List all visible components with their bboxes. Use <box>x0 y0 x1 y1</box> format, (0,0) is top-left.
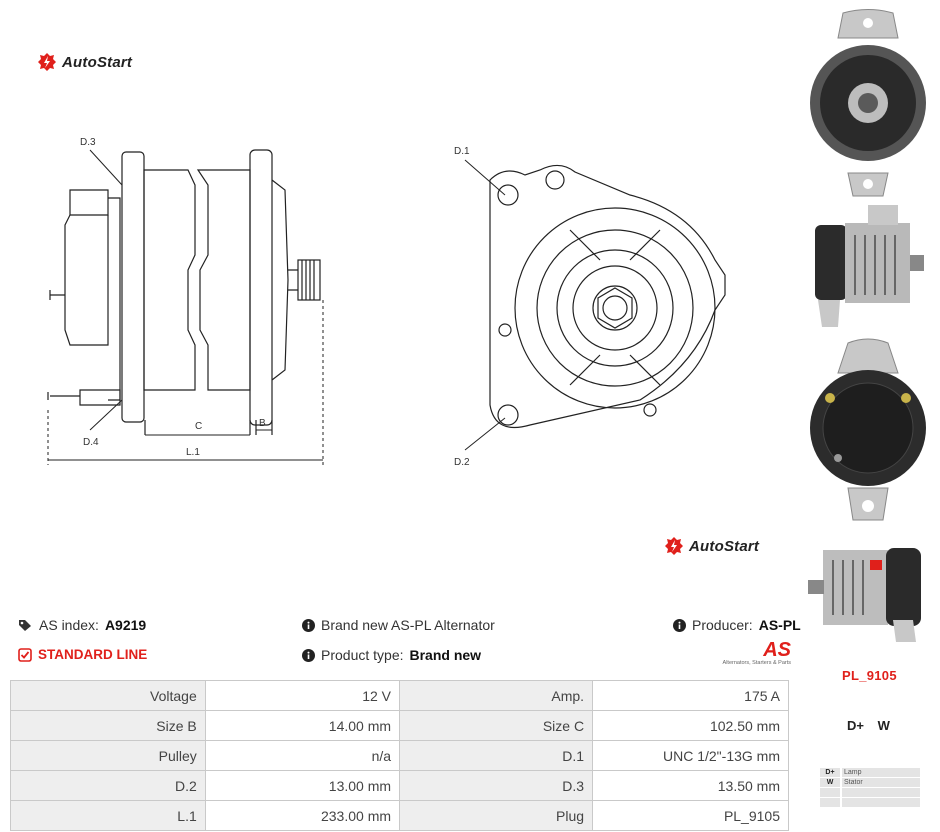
legend-key: D+ <box>820 768 840 777</box>
brand-logo-top: AutoStart <box>37 52 132 72</box>
front-view-drawing: D.1 D.2 <box>454 146 726 468</box>
legend-key <box>820 788 840 797</box>
product-photo-side <box>815 205 924 327</box>
producer-logo-text: AS <box>763 639 791 661</box>
producer-tagline: Alternators, Starters & Parts <box>722 660 791 666</box>
spec-label: L.1 <box>10 800 206 831</box>
spec-label: Voltage <box>10 680 206 711</box>
spec-value: 14.00 mm <box>204 710 401 741</box>
legend-row <box>820 798 920 807</box>
product-type: Product type: Brand new <box>302 647 481 663</box>
spec-value: 13.50 mm <box>592 770 789 801</box>
legend-value <box>842 798 920 807</box>
tag-icon <box>19 619 31 631</box>
autostart-logo-icon <box>38 53 56 71</box>
as-index: AS index: A9219 <box>18 617 146 633</box>
info-circle-icon <box>302 648 315 662</box>
side-view-drawing: D.3 D.4 C B L.1 <box>47 137 324 465</box>
spec-value: n/a <box>204 740 401 771</box>
brand-logo-middle: AutoStart <box>664 536 759 556</box>
product-type-label: Product type: <box>321 647 404 663</box>
legend-value: Lamp <box>842 768 920 777</box>
spec-label: Amp. <box>399 680 594 711</box>
plug-pins: D+ W <box>847 718 890 733</box>
label-d2: D.2 <box>454 457 470 468</box>
legend-value: Stator <box>842 778 920 787</box>
legend-key <box>820 798 840 807</box>
as-index-value: A9219 <box>104 617 147 633</box>
description-text: Brand new AS-PL Alternator <box>321 617 495 633</box>
legend-row: D+Lamp <box>820 768 920 777</box>
legend-value <box>842 788 920 797</box>
legend-key: W <box>820 778 840 787</box>
label-d3: D.3 <box>80 137 96 148</box>
spec-label: Size C <box>399 710 594 741</box>
spec-label: Pulley <box>10 740 206 771</box>
spec-value: 12 V <box>204 680 401 711</box>
spec-value: 102.50 mm <box>592 710 789 741</box>
producer-value: AS-PL <box>758 617 801 633</box>
spec-label: D.3 <box>399 770 594 801</box>
spec-value: PL_9105 <box>592 800 789 831</box>
info-circle-icon <box>302 618 315 632</box>
spec-label: D.2 <box>10 770 206 801</box>
label-d4: D.4 <box>83 437 99 448</box>
spec-value: 175 A <box>592 680 789 711</box>
label-b: B <box>259 418 266 429</box>
product-type-value: Brand new <box>409 647 482 663</box>
product-photo-rear <box>810 9 926 197</box>
label-d1: D.1 <box>454 146 470 157</box>
spec-value: UNC 1/2"-13G mm <box>592 740 789 771</box>
producer-logo: AS Alternators, Starters & Parts <box>705 640 791 666</box>
spec-value: 233.00 mm <box>204 800 401 831</box>
label-l1: L.1 <box>186 447 200 458</box>
product-description: Brand new AS-PL Alternator <box>302 617 495 633</box>
check-square-icon <box>18 647 32 662</box>
product-photo-angle <box>808 548 921 642</box>
spec-label: Plug <box>399 800 594 831</box>
as-index-label: AS index: <box>39 617 99 633</box>
spec-value: 13.00 mm <box>204 770 401 801</box>
brand-name: AutoStart <box>62 53 133 71</box>
brand-name: AutoStart <box>689 537 760 555</box>
plug-code: PL_9105 <box>842 668 897 683</box>
standard-line-badge: STANDARD LINE <box>18 647 147 662</box>
label-c: C <box>195 421 202 432</box>
autostart-logo-icon <box>665 537 683 555</box>
info-circle-icon <box>673 618 686 632</box>
standard-line-text: STANDARD LINE <box>38 647 148 662</box>
producer-label: Producer: <box>692 617 753 633</box>
spec-label: Size B <box>10 710 206 741</box>
legend-row <box>820 788 920 797</box>
spec-label: D.1 <box>399 740 594 771</box>
product-photo-back <box>810 338 926 521</box>
producer: Producer: AS-PL <box>673 617 801 633</box>
